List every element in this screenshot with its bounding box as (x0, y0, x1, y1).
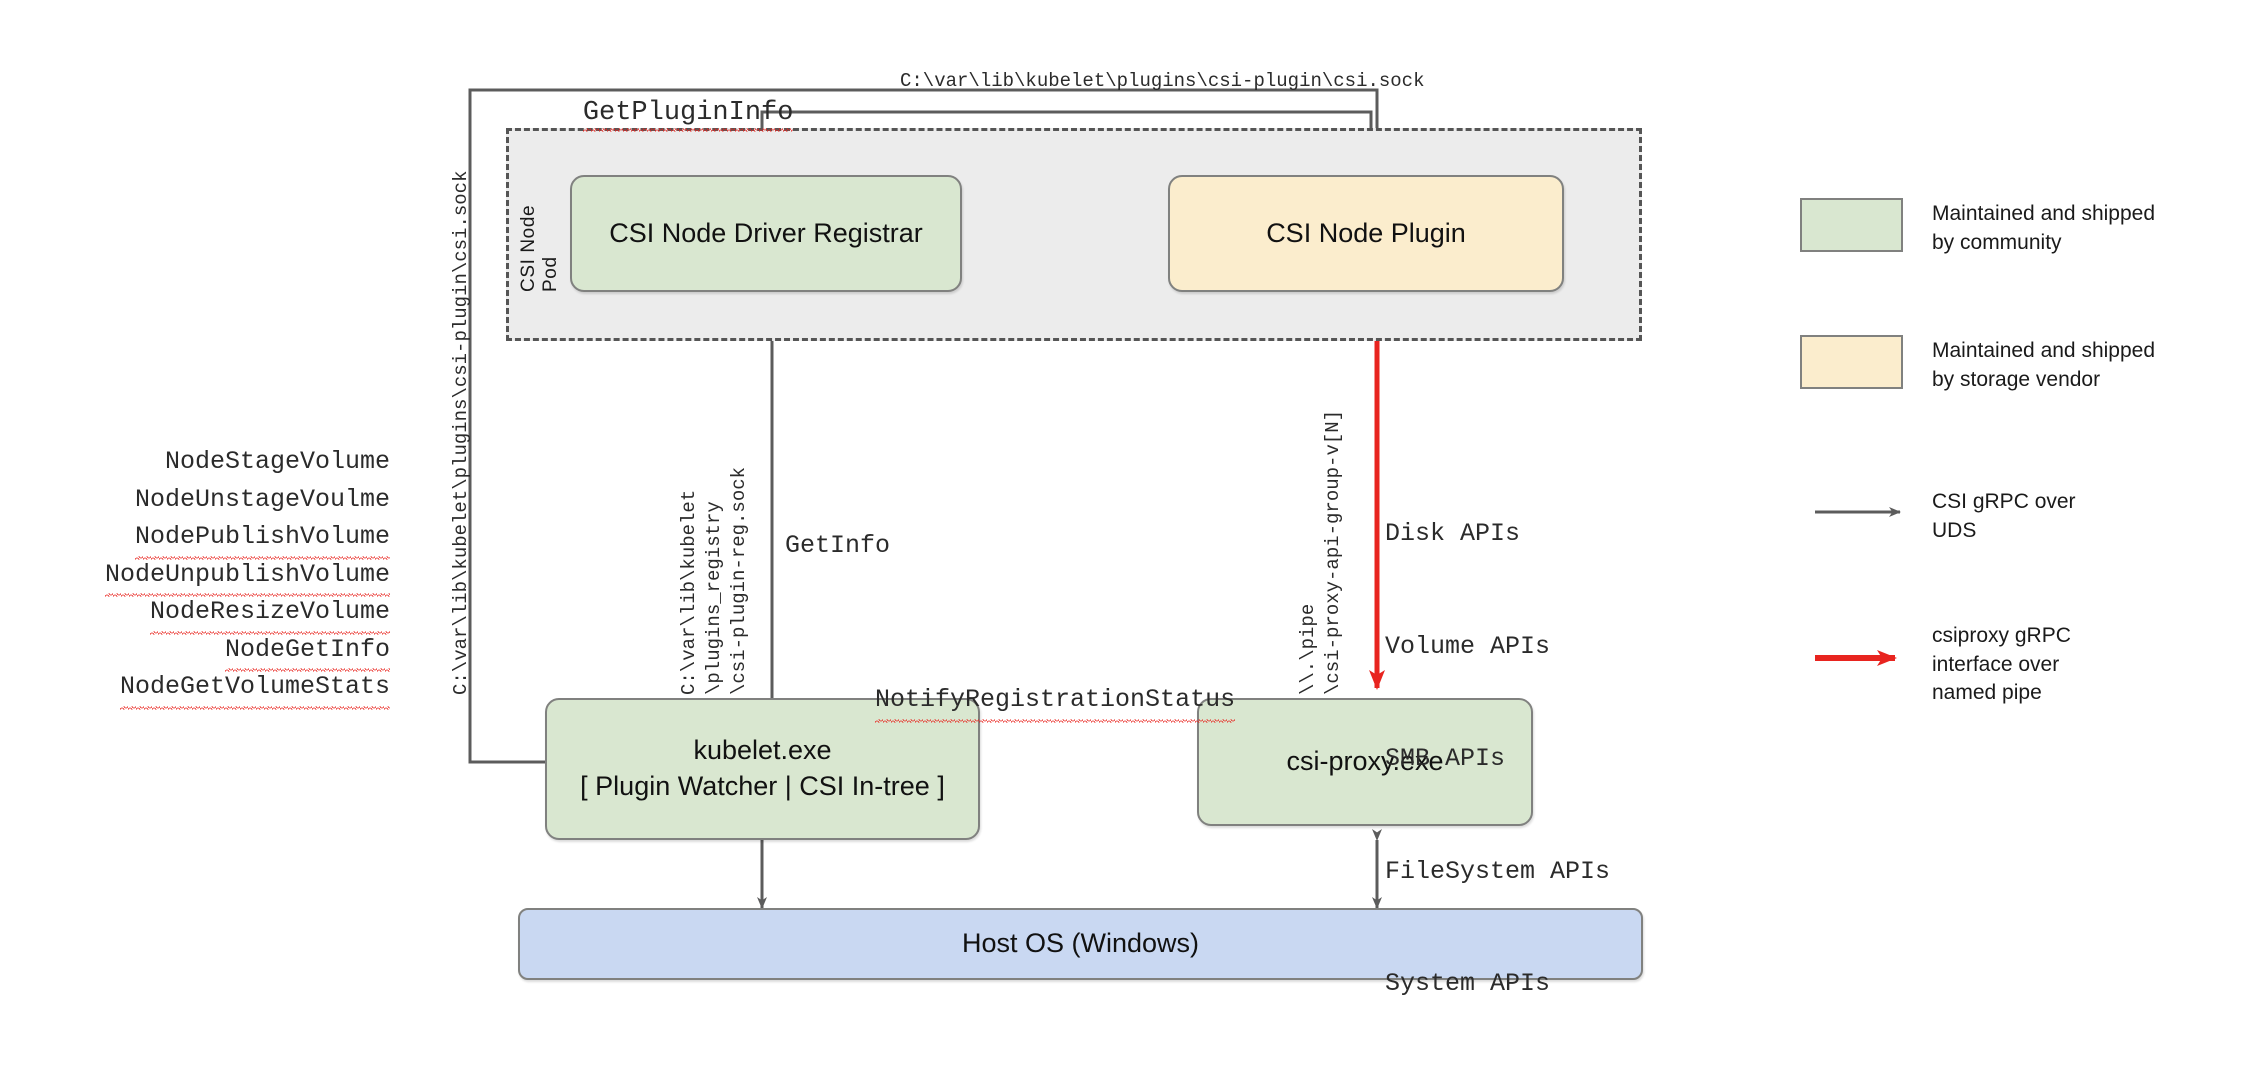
node-kubelet-exe-label: kubelet.exe (693, 735, 832, 766)
api-node-unpublish-volume: NodeUnpublishVolume (60, 556, 391, 597)
legend-label-csi-grpc-uds: CSI gRPC over UDS (1932, 490, 2076, 542)
api-node-get-volume-stats: NodeGetVolumeStats (60, 668, 391, 709)
legend-label-community: Maintained and shipped by community (1932, 202, 2156, 254)
label-csi-sock-path: C:\var\lib\kubelet\plugins\csi-plugin\cs… (900, 70, 1425, 92)
api-node-resize-volume: NodeResizeVolume (60, 593, 391, 634)
csi-node-pod-label: CSI Node Pod (518, 204, 561, 292)
label-pipe-line2: \csi-proxy-api-group-v[N] (1322, 409, 1344, 695)
api-disk: Disk APIs (1385, 519, 1521, 548)
node-csi-node-plugin[interactable]: CSI Node Plugin (1168, 175, 1564, 292)
registration-call-notify-registration-status: NotifyRegistrationStatus (785, 644, 1236, 757)
node-host-os[interactable]: Host OS (Windows) (518, 908, 1643, 980)
api-system: System APIs (1385, 969, 1551, 998)
legend-label-storage-vendor: Maintained and shipped by storage vendor (1932, 339, 2156, 391)
label-left-vertical-csi-sock: C:\var\lib\kubelet\plugins\csi-plugin\cs… (450, 170, 472, 696)
node-csi-node-plugin-label: CSI Node Plugin (1266, 217, 1466, 248)
csi-proxy-api-list: Disk APIs Volume APIs SMB APIs FileSyste… (1385, 440, 1610, 1078)
registration-call-get-info: GetInfo (785, 531, 891, 560)
api-node-unstage-volume: NodeUnstageVoulme (134, 484, 390, 514)
legend-swatch-storage-vendor (1800, 335, 1903, 389)
edge-kubelet-to-node-plugin (468, 88, 1382, 764)
csi-node-api-list: NodeStageVolume NodeUnstageVoulme NodePu… (60, 443, 391, 709)
label-get-plugin-info-text: GetPluginInfo (582, 98, 794, 132)
api-node-get-info: NodeGetInfo (60, 631, 391, 672)
api-node-publish-volume: NodePublishVolume (60, 518, 391, 559)
node-kubelet-exe-sublabel: [ Plugin Watcher | CSI In-tree ] (580, 771, 945, 801)
node-csi-proxy-exe[interactable]: csi-proxy.exe (1197, 698, 1533, 826)
api-smb: SMB APIs (1385, 744, 1506, 773)
label-get-plugin-info: GetPluginInfo (518, 68, 793, 158)
api-node-stage-volume: NodeStageVolume (164, 447, 390, 476)
api-volume: Volume APIs (1385, 631, 1551, 661)
diagram-canvas: CSI Node Pod CSI Node Driver Registrar C… (60, 68, 2156, 998)
label-registry-path-line3: \csi-plugin-reg.sock (728, 466, 750, 695)
node-kubelet-exe[interactable]: kubelet.exe [ Plugin Watcher | CSI In-tr… (545, 698, 980, 840)
node-csi-node-driver-registrar[interactable]: CSI Node Driver Registrar (570, 175, 962, 292)
registration-calls-block: GetInfo NotifyRegistrationStatus (785, 452, 1236, 831)
node-host-os-label: Host OS (Windows) (961, 928, 1200, 959)
node-csi-node-driver-registrar-label: CSI Node Driver Registrar (609, 217, 923, 248)
api-filesystem: FileSystem APIs (1385, 856, 1611, 886)
legend-swatch-community (1800, 198, 1903, 252)
node-csi-proxy-exe-label: csi-proxy.exe (1286, 746, 1444, 777)
label-registry-path-line2: \plugins_registry (703, 501, 725, 695)
legend-label-csiproxy-grpc-named-pipe: csiproxy gRPC interface over named pipe (1932, 624, 2071, 705)
label-pipe-line1: \\.\pipe (1297, 603, 1319, 695)
label-registry-path-line1: C:\var\lib\kubelet (678, 489, 700, 695)
